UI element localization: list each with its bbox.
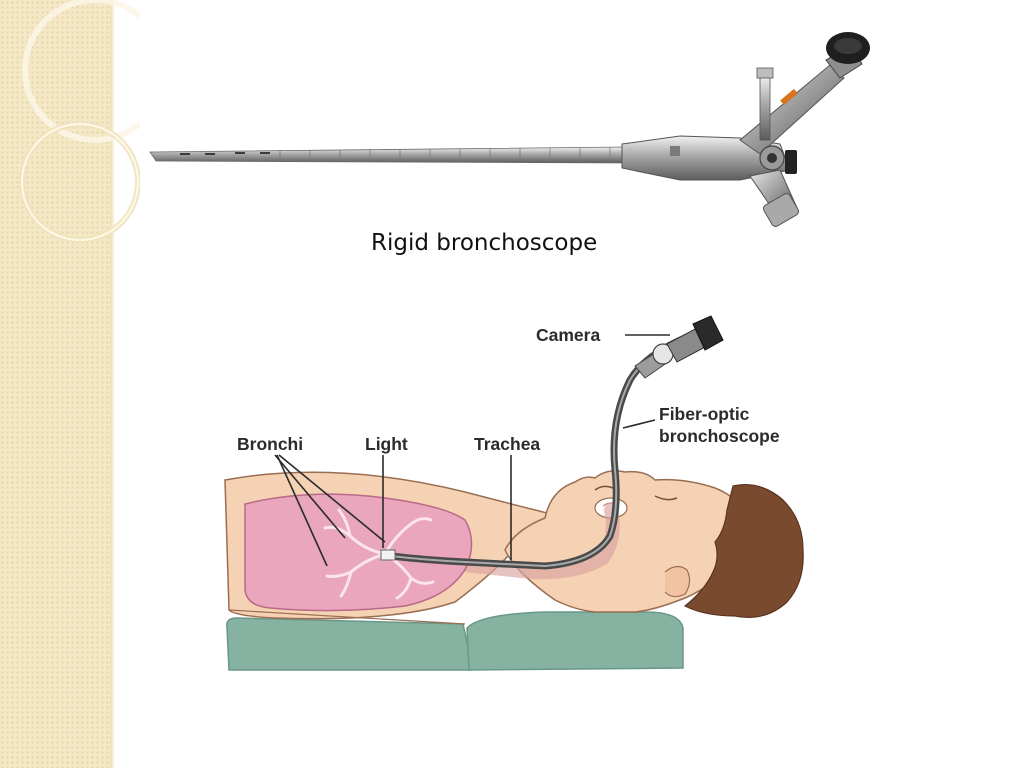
label-fiber-optic-line2: bronchoscope xyxy=(659,426,780,446)
sidebar-edge xyxy=(110,0,114,768)
head-pillow xyxy=(466,611,684,671)
fiber-optic-bronchoscope-illustration: Camera Fiber-optic bronchoscope Bronchi … xyxy=(224,315,804,671)
label-bronchi: Bronchi xyxy=(237,434,303,454)
camera-handle xyxy=(634,315,724,379)
lung xyxy=(244,493,473,612)
label-light: Light xyxy=(365,434,408,454)
bronchial-tree xyxy=(323,508,435,600)
label-trachea: Trachea xyxy=(474,434,540,454)
decorative-rings xyxy=(19,0,140,243)
label-camera: Camera xyxy=(536,325,600,345)
body-pad xyxy=(225,617,472,671)
bronchi-leader-line-3 xyxy=(278,454,386,543)
label-fiber-optic-line1: Fiber-optic xyxy=(659,404,750,424)
patient-hair xyxy=(683,484,804,618)
scope-light-tip xyxy=(380,549,396,561)
bronchi-leader-line-2 xyxy=(276,454,328,567)
fiber-optic-leader-line xyxy=(622,419,656,429)
rigid-bronchoscope-caption: Rigid bronchoscope xyxy=(371,230,598,256)
rigid-bronchoscope-image xyxy=(149,32,870,227)
bronchi-leader-line-1 xyxy=(274,454,346,539)
patient-ear xyxy=(664,565,691,598)
